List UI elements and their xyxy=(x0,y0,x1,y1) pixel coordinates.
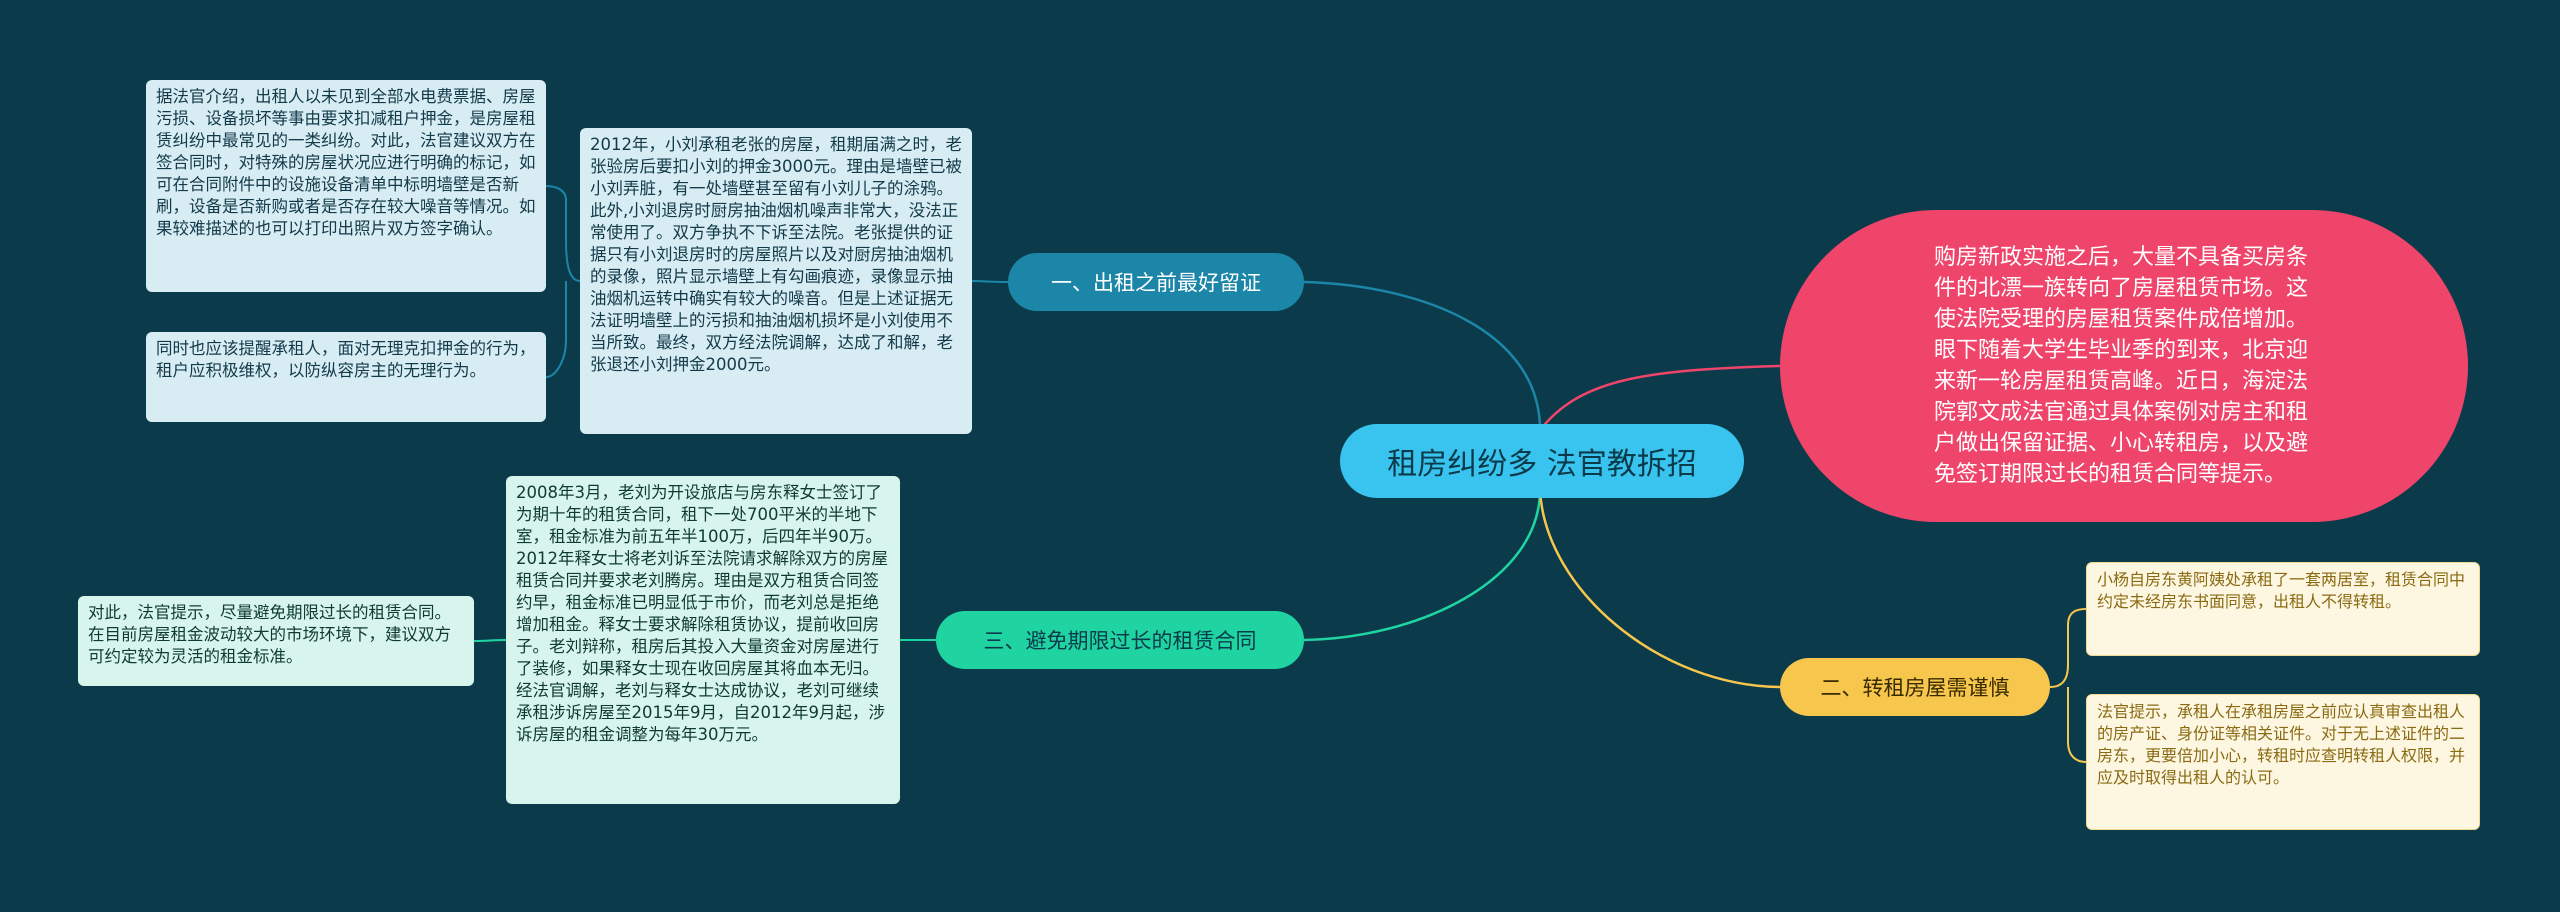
note-long-lease-advice[interactable]: 对此，法官提示，尽量避免期限过长的租赁合同。在目前房屋租金波动较大的市场环境下，… xyxy=(78,596,474,686)
note-sublease-case[interactable]: 小杨自房东黄阿姨处承租了一套两居室，租赁合同中约定未经房东书面同意，出租人不得转… xyxy=(2086,562,2480,656)
note-tenant-rights[interactable]: 同时也应该提醒承租人，面对无理克扣押金的行为，租户应积极维权，以防纵容房主的无理… xyxy=(146,332,546,422)
link-case-notes xyxy=(545,185,581,378)
link-topic2-notes xyxy=(2049,608,2087,763)
link-center-topic3 xyxy=(1303,489,1542,642)
topic-keep-evidence[interactable]: 一、出租之前最好留证 xyxy=(1008,253,1304,311)
note-deposit-advice[interactable]: 据法官介绍，出租人以未见到全部水电费票据、房屋污损、设备损坏等事由要求扣减租户押… xyxy=(146,80,546,292)
topic-sublease-caution[interactable]: 二、转租房屋需谨慎 xyxy=(1780,658,2050,716)
note-deposit-case[interactable]: 2012年，小刘承租老张的房屋，租期届满之时，老张验房后要扣小刘的押金3000元… xyxy=(580,128,972,434)
note-sublease-advice[interactable]: 法官提示，承租人在承租房屋之前应认真审查出租人的房产证、身份证等相关证件。对于无… xyxy=(2086,694,2480,830)
link-center-topic1 xyxy=(1303,280,1542,431)
link-topic1-case xyxy=(971,280,1009,283)
topic-avoid-long-lease[interactable]: 三、避免期限过长的租赁合同 xyxy=(936,611,1304,669)
link-case3-note xyxy=(473,639,507,642)
central-topic[interactable]: 租房纠纷多 法官教拆招 xyxy=(1340,424,1744,498)
note-long-lease-case[interactable]: 2008年3月，老刘为开设旅店与房东释女士签订了为期十年的租赁合同，租下一处70… xyxy=(506,476,900,804)
intro-bubble[interactable]: 购房新政实施之后，大量不具备买房条件的北漂一族转向了房屋租赁市场。这使法院受理的… xyxy=(1780,210,2468,522)
intro-text: 购房新政实施之后，大量不具备买房条件的北漂一族转向了房屋租赁市场。这使法院受理的… xyxy=(1934,245,2309,487)
link-center-topic2 xyxy=(1538,489,1781,689)
link-center-intro xyxy=(1539,364,1781,431)
